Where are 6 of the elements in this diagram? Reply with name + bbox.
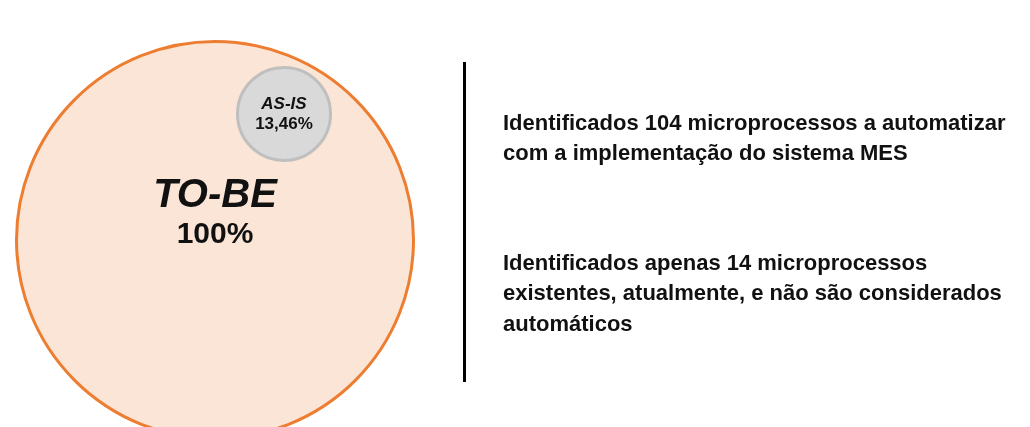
percentage-value: 100% — [176, 215, 254, 250]
circle-title: TO-BE — [153, 170, 277, 216]
note-text: Identificados 104 microprocessos a automatizar com a implementação do sistema MES — [503, 109, 1007, 168]
note-text: Identificados apenas 14 microprocessos existentes, atualmente, e não são considerados automáticos — [503, 249, 1003, 338]
percentage-value: 13,46% — [255, 114, 313, 134]
circle-title: AS-IS — [261, 94, 307, 114]
